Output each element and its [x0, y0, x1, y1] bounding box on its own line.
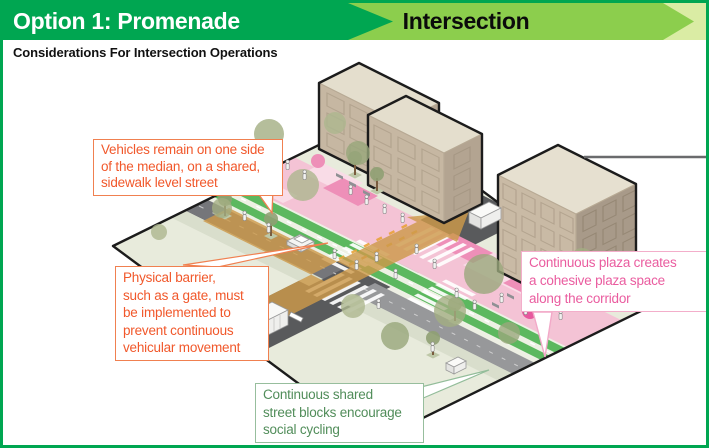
callout-line: along the corridor — [529, 291, 631, 306]
page-title: Option 1: Promenade — [13, 8, 240, 34]
callout-plaza: Continuous plaza creates a cohesive plaz… — [521, 251, 706, 312]
callout-line: be implemented to — [123, 305, 231, 320]
header-banner — [338, 3, 706, 40]
callout-line: social cycling — [263, 422, 340, 437]
callout-line: Continuous shared — [263, 387, 373, 402]
box-truck — [468, 201, 502, 230]
mini-truck — [445, 356, 467, 375]
subheader: Considerations For Intersection Operatio… — [13, 45, 278, 60]
callout-line: street blocks encourage — [263, 404, 402, 420]
callout-cycling: Continuous shared street blocks encourag… — [255, 383, 424, 443]
benches — [336, 173, 514, 309]
callout-line: a cohesive plaza space — [529, 273, 665, 288]
isometric-scene — [111, 61, 706, 443]
building-2 — [366, 94, 484, 225]
gate-barrier — [288, 311, 304, 323]
callout-line: of the median, on a shared, — [101, 158, 260, 174]
callout-barrier: Physical barrier, such as a gate, must b… — [115, 266, 269, 361]
callout-line: Physical barrier, — [123, 270, 216, 285]
callout-line: such as a gate, must — [123, 287, 244, 303]
header: Option 1: Promenade Intersection — [3, 3, 706, 40]
callout-line: vehicular movement — [123, 340, 241, 355]
callout-line: Continuous plaza creates — [529, 255, 677, 270]
bike-lanes — [212, 184, 567, 361]
header-banner-tip — [663, 3, 706, 40]
callout-line: sidewalk level street — [101, 175, 218, 190]
callout-line: prevent continuous — [123, 322, 234, 338]
callout-line: Vehicles remain on one side — [101, 142, 265, 157]
section-title: Intersection — [402, 8, 530, 34]
callout-vehicles: Vehicles remain on one side of the media… — [93, 139, 283, 196]
plaza-callout-tail — [532, 311, 553, 358]
header-bar-arrow — [3, 3, 393, 40]
tree-canopies — [151, 112, 594, 350]
